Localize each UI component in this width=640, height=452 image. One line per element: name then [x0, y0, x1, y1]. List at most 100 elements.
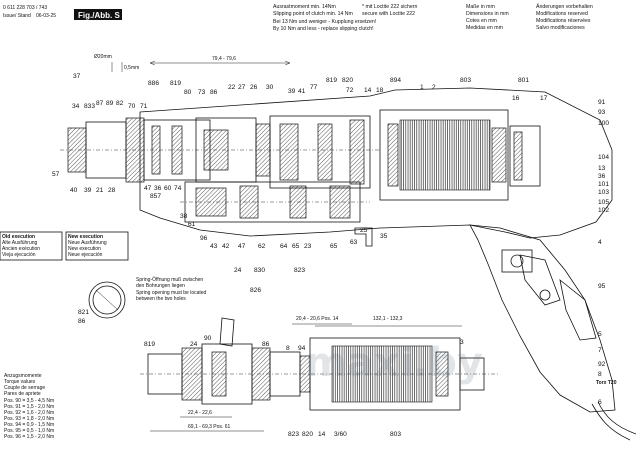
svg-text:Pos. 95 = 0,5 - 1,0 Nm: Pos. 95 = 0,5 - 1,0 Nm	[4, 428, 54, 434]
svg-text:Dimensions in mm: Dimensions in mm	[466, 11, 509, 17]
svg-text:Neue Ausführung: Neue Ausführung	[68, 240, 107, 246]
execution-legend: Old execution New execution Alte Ausführ…	[0, 231, 129, 261]
callout-mid-2: 60	[164, 185, 172, 192]
svg-text:den Bohrungen liegen: den Bohrungen liegen	[136, 283, 185, 289]
callout-top-13: 819	[326, 77, 337, 84]
callout-right_lower-3: 92	[598, 361, 606, 368]
issue-label: Issue/ Stand	[3, 13, 31, 19]
callout-mid-18: 35	[380, 233, 388, 240]
callout-right-3: 104	[598, 154, 609, 161]
svg-text:Neue ejecución: Neue ejecución	[68, 252, 103, 258]
handle	[469, 224, 616, 413]
callout-top2-8: 14	[364, 87, 372, 94]
callout-lower_assembly-7: 820	[302, 431, 313, 438]
callout-lower_assembly-11: 3	[460, 339, 464, 346]
svg-text:Änderungen vorbehalten: Änderungen vorbehalten	[536, 3, 593, 10]
callout-upper_left-0: 57	[52, 171, 60, 178]
header-block: 0 611 228 703 / 743 Issue/ Stand 06-03-2…	[3, 5, 122, 20]
spring-ring-detail: 821 86	[78, 281, 126, 325]
dim-diameter-20: Ø20mm	[94, 54, 112, 60]
svg-text:Ausrastmoment min. 14Nm: Ausrastmoment min. 14Nm	[273, 4, 336, 10]
callout-right-7: 103	[598, 189, 609, 196]
notes-left: Ausrastmoment min. 14Nm Slipping point o…	[273, 4, 376, 32]
callout-top2-6: 71	[140, 103, 148, 110]
callout-top2-10: 16	[512, 95, 520, 102]
svg-text:Pos. 90 = 3,5 - 4,5 Nm: Pos. 90 = 3,5 - 4,5 Nm	[4, 398, 54, 404]
watermark: maxi.by	[305, 340, 483, 386]
dim-132-1: 132,1 - 132,3	[373, 316, 403, 322]
callout-right-1: 93	[598, 109, 606, 116]
svg-text:between the two holes: between the two holes	[136, 296, 186, 302]
svg-text:Pos. 91 = 1,5 - 2,0 Nm: Pos. 91 = 1,5 - 2,0 Nm	[4, 404, 54, 410]
svg-text:Cotes en mm: Cotes en mm	[466, 18, 497, 24]
callout-top2-5: 70	[128, 103, 136, 110]
svg-text:Ancien exécution: Ancien exécution	[2, 246, 40, 252]
callout-top-4: 73	[198, 89, 206, 96]
callout-mid-3: 74	[174, 185, 182, 192]
callout-right-5: 36	[598, 173, 606, 180]
callout-mid-12: 64	[280, 243, 288, 250]
callout-lower_assembly-4: 8	[286, 345, 290, 352]
callout-top-3: 80	[184, 89, 192, 96]
svg-text:* mit Loctite 222 sichern: * mit Loctite 222 sichern	[362, 4, 417, 10]
dimension-callouts: Ø20mm 0,5mm 79,4 - 79,6 20,4 - 20,6 Pos.…	[94, 54, 462, 432]
callout-right-10: 4	[598, 239, 602, 246]
svg-text:Salvo modificaciones: Salvo modificaciones	[536, 25, 585, 31]
callout-top-14: 820	[342, 77, 353, 84]
callout-bottom-3: 826	[250, 287, 261, 294]
callout-top2-7: 72	[346, 87, 354, 94]
callout-mid-16: 63	[350, 239, 358, 246]
svg-text:Pos. 96 = 1,5 - 2,0 Nm: Pos. 96 = 1,5 - 2,0 Nm	[4, 434, 54, 440]
callout-right_lower-2: 7	[598, 347, 602, 354]
callout-mid-14: 23	[304, 243, 312, 250]
dim-0-5: 0,5mm	[124, 65, 139, 71]
torx-label: Torx T20	[596, 380, 617, 386]
callout-top2-1: 833	[84, 103, 95, 110]
callout-top-19: 801	[518, 77, 529, 84]
callout-mid-1: 36	[154, 185, 162, 192]
motor-housing	[379, 109, 509, 201]
figure-label-box	[74, 9, 122, 20]
callout-right-9: 102	[598, 207, 609, 214]
svg-text:Maße in mm: Maße in mm	[466, 4, 495, 10]
callout-right_lower-1: 5	[598, 331, 602, 338]
svg-text:Vieja ejecución: Vieja ejecución	[2, 252, 36, 258]
callout-mid-5: 38	[180, 213, 188, 220]
callout-right-6: 101	[598, 181, 609, 188]
callout-lower_assembly-1: 24	[190, 341, 198, 348]
callout-upper_left-3: 21	[96, 187, 104, 194]
callout-top-9: 30	[266, 84, 274, 91]
callout-right_lower-4: 8	[598, 371, 602, 378]
callout-lower_assembly-5: 94	[298, 345, 306, 352]
callout-top-18: 803	[460, 77, 471, 84]
callout-top2-3: 89	[106, 100, 114, 107]
trigger	[519, 254, 561, 306]
callout-mid-9: 42	[222, 243, 230, 250]
dim-79-4: 79,4 - 79,6	[212, 56, 236, 62]
callout-top-16: 1	[420, 84, 424, 91]
callout-mid-17: 25	[360, 227, 368, 234]
callout-mid-15: 65	[330, 243, 338, 250]
callout-top-11: 41	[298, 88, 306, 95]
spring-note: Spring-Öffnung muß zwischen den Bohrunge…	[136, 276, 207, 302]
callout-right_lower-5: 6	[598, 399, 602, 406]
callout-lower_assembly-8: 14	[318, 431, 326, 438]
svg-text:Pos. 94 = 0,9 - 1,5 Nm: Pos. 94 = 0,9 - 1,5 Nm	[4, 422, 54, 428]
callout-lower_assembly-6: 823	[288, 431, 299, 438]
dim-22-4: 22,4 - 22,6	[188, 410, 212, 416]
callout-top-12: 77	[310, 84, 318, 91]
callout-mid-6: 61	[188, 221, 196, 228]
svg-text:Pos. 93 = 1,8 - 2,0 Nm: Pos. 93 = 1,8 - 2,0 Nm	[4, 416, 54, 422]
callout-lower_assembly-9: 3/60	[334, 431, 347, 438]
armature	[399, 119, 491, 191]
svg-text:86: 86	[78, 318, 86, 325]
callout-lower_assembly-0: 819	[144, 341, 155, 348]
callout-mid-11: 62	[258, 243, 266, 250]
svg-text:Pos. 92 = 1,6 - 2,0 Nm: Pos. 92 = 1,6 - 2,0 Nm	[4, 410, 54, 416]
callout-right-0: 91	[598, 99, 606, 106]
callout-top-7: 27	[238, 84, 246, 91]
callout-mid-8: 43	[210, 243, 218, 250]
svg-text:821: 821	[78, 309, 89, 316]
